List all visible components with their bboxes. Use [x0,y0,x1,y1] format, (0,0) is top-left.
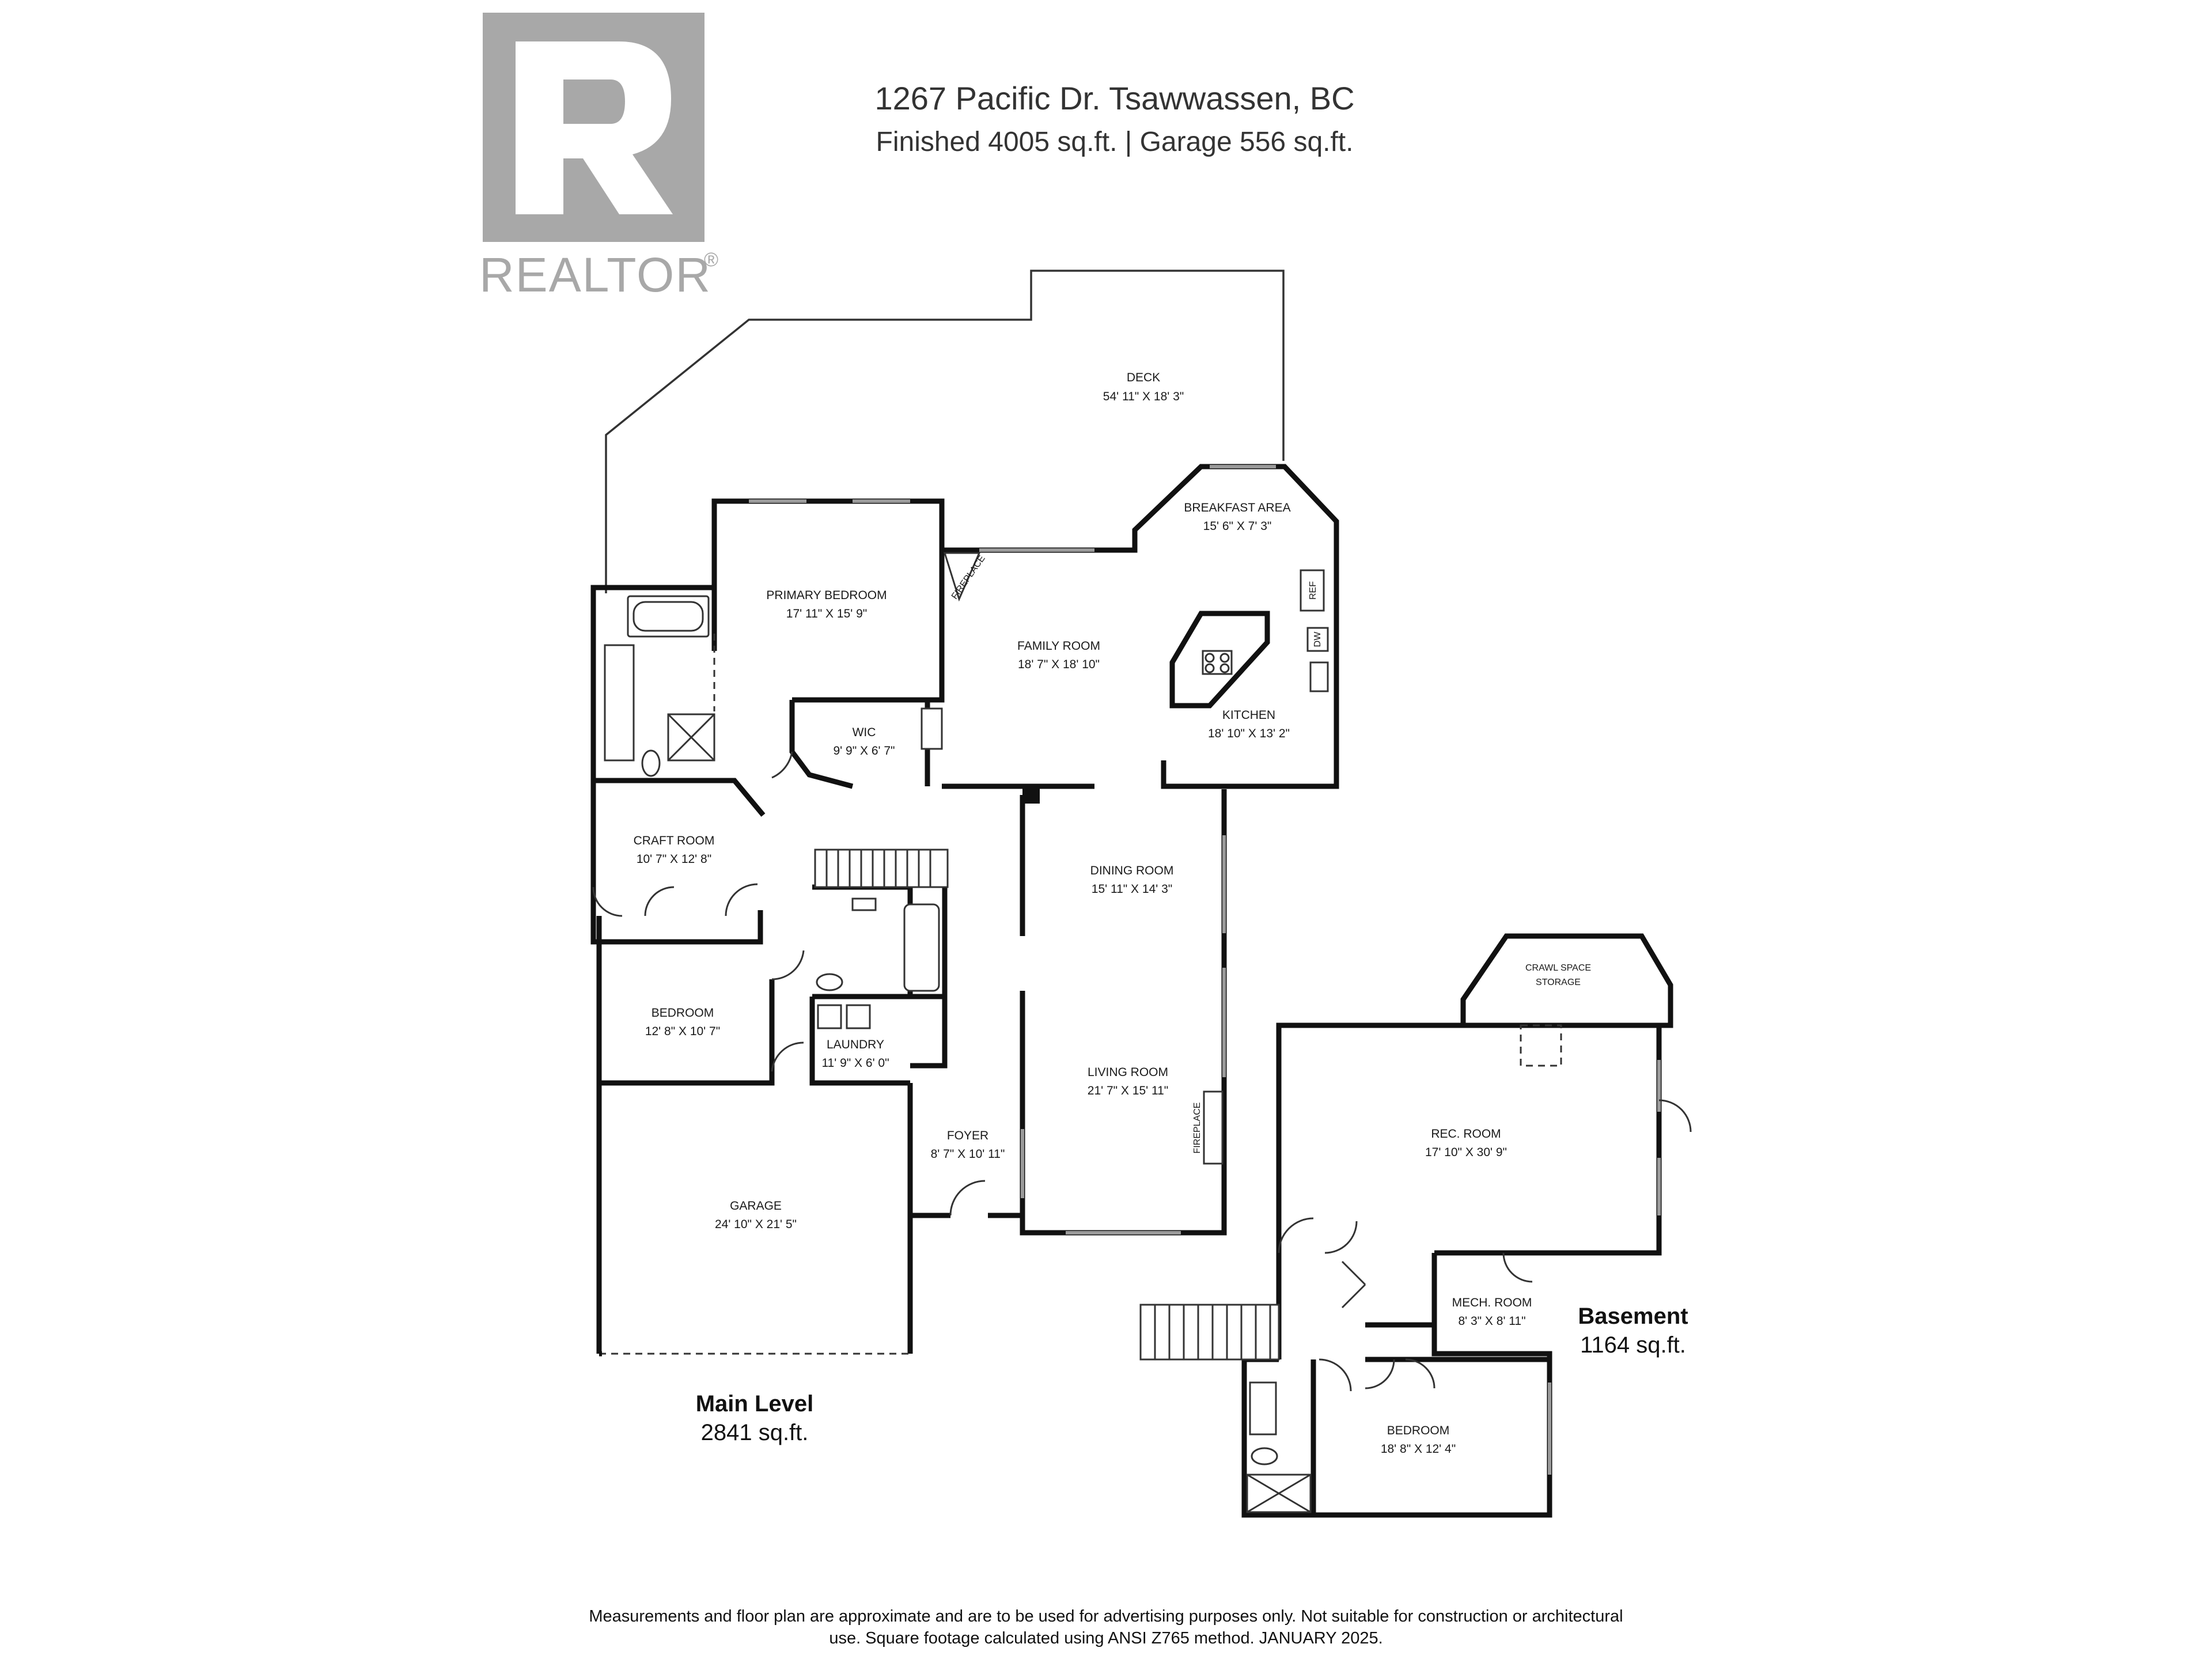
basement-area: 1164 sq.ft. [1580,1332,1686,1358]
refrigerator-icon [1300,569,1325,612]
basement-name: Basement [1578,1304,1688,1329]
kitchen-name: KITCHEN [1222,709,1275,722]
wic-dim: 9' 9" X 6' 7" [834,744,895,757]
basement-windows [1548,1060,1661,1475]
property-area-summary: Finished 4005 sq.ft. | Garage 556 sq.ft. [876,127,1354,157]
garage-dim: 24' 10" X 21' 5" [715,1218,797,1231]
stairs-main-icon [814,849,949,888]
crawl-space-name-line2: STORAGE [1536,978,1581,987]
bedroom-dim: 12' 8" X 10' 7" [645,1025,720,1038]
basement-labels: CRAWL SPACE STORAGE REC. ROOM 17' 10" X … [1381,963,1688,1456]
primary-bedroom-dim: 17' 11" X 15' 9" [786,607,867,620]
bedroom-name: BEDROOM [652,1006,714,1020]
dining-room-name: DINING ROOM [1090,864,1174,877]
property-address: 1267 Pacific Dr. Tsawwassen, BC [874,80,1354,116]
deck-name: DECK [1127,371,1160,384]
dishwasher-icon [1306,627,1329,652]
bathtub-main-icon [903,903,940,992]
ensuite-fixtures [604,595,715,777]
crawl-space-name-line1: CRAWL SPACE [1525,963,1591,973]
craft-room-name: CRAFT ROOM [634,834,715,847]
foyer-dim: 8' 7" X 10' 11" [931,1147,1005,1161]
craft-room-dim: 10' 7" X 12' 8" [637,853,711,866]
mech-room-name: MECH. ROOM [1452,1296,1532,1309]
basement-bath-fixtures [1246,1381,1312,1513]
basement-bedroom-dim: 18' 8" X 12' 4" [1381,1442,1456,1456]
disclaimer-line1: Measurements and floor plan are approxim… [589,1607,1623,1626]
main-bath-fixtures [814,849,949,1029]
main-level-doors [592,751,986,1216]
ref-label: REF [1308,581,1318,600]
basement-doors [1278,1099,1692,1392]
mech-room-dim: 8' 3" X 8' 11" [1458,1315,1525,1328]
family-room-name: FAMILY ROOM [1017,639,1100,653]
realtor-logo-word: REALTOR [479,248,711,302]
fireplace-living-icon [1203,1090,1224,1165]
basement-vanity-icon [1249,1381,1277,1435]
dining-room-dim: 15' 11" X 14' 3" [1092,882,1172,896]
foyer-name: FOYER [947,1129,988,1142]
living-room-name: LIVING ROOM [1088,1066,1168,1079]
main-level-windows [749,465,1276,1234]
cooktop-icon [1202,650,1233,675]
column [1022,786,1040,804]
fireplace-family-icon [943,552,981,602]
realtor-logo: REALTOR ® [479,13,718,302]
washer-icon [817,1004,842,1029]
realtor-logo-r [516,41,673,214]
basement-walls [1241,933,1673,1518]
main-level-name: Main Level [696,1391,814,1416]
wic-name: WIC [853,726,876,739]
rec-room-name: REC. ROOM [1431,1127,1501,1141]
breakfast-area-name: BREAKFAST AREA [1184,501,1290,514]
dryer-icon [846,1004,871,1029]
kitchen-island [1169,611,1270,709]
sink-main-icon [851,897,877,911]
basement-toilet-icon [1251,1447,1278,1465]
wic-shelf [921,707,943,750]
kitchen-dim: 18' 10" X 13' 2" [1208,727,1290,740]
deck [605,270,1285,593]
stairs-basement-icon [1139,1304,1280,1361]
realtor-logo-mark: ® [704,249,718,271]
kitchen-sink-icon [1309,661,1329,692]
vanity-icon [604,644,635,762]
toilet-icon [641,749,661,777]
deck-outline [605,270,1285,593]
laundry-name: LAUNDRY [827,1038,884,1051]
breakfast-area-dim: 15' 6" X 7' 3" [1203,520,1272,533]
rec-room-dim: 17' 10" X 30' 9" [1425,1146,1507,1159]
family-room-dim: 18' 7" X 18' 10" [1018,658,1100,671]
basement-bedroom-name: BEDROOM [1387,1424,1450,1437]
main-level-labels: DECK 54' 11" X 18' 3" BREAKFAST AREA 15'… [634,371,1291,1445]
laundry-dim: 11' 9" X 6' 0" [821,1056,889,1070]
crawl-space-hatch [1520,1024,1562,1067]
primary-bedroom-name: PRIMARY BEDROOM [766,589,887,602]
living-room-dim: 21' 7" X 15' 11" [1088,1084,1168,1097]
main-level-area: 2841 sq.ft. [701,1420,809,1445]
garage-name: GARAGE [730,1199,782,1213]
deck-dim: 54' 11" X 18' 3" [1103,390,1184,403]
disclaimer-line2: use. Square footage calculated using ANS… [829,1629,1382,1647]
fireplace-living-label: FIREPLACE [1192,1103,1202,1154]
dw-label: DW [1313,631,1323,647]
toilet-main-icon [816,973,843,991]
